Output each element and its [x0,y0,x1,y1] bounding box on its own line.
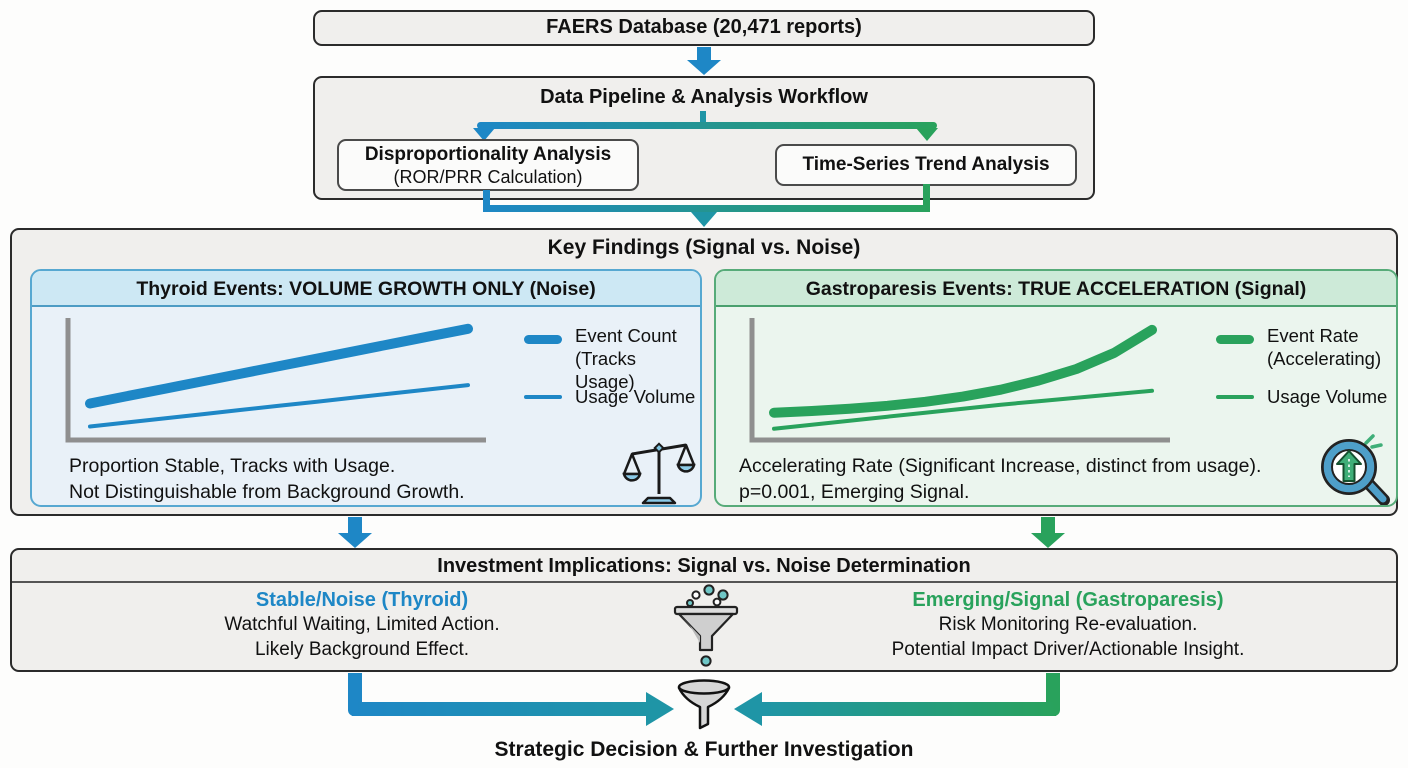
gastro-caption-line2: p=0.001, Emerging Signal. [739,481,970,503]
arrow-down-icon [916,128,938,141]
legend-event-label: Event Count (Tracks Usage) [575,324,700,393]
implication-gastro-column: Emerging/Signal (Gastroparesis) Risk Mon… [768,588,1368,662]
thyroid-trend-chart [65,318,486,443]
magnifier-growth-icon [1321,434,1390,505]
funnel-bubbles-icon [673,584,739,667]
arrow-down-icon [1041,517,1055,535]
gastro-event-rate-line [769,324,1157,418]
legend-event-label: Event Rate (Accelerating) [1267,324,1381,370]
arrow-down-icon [473,128,495,141]
thyroid-caption-line2: Not Distinguishable from Background Grow… [69,481,465,503]
gastro-caption: Accelerating Rate (Significant Increase,… [739,453,1261,505]
gastro-usage-volume-line [772,388,1154,431]
faers-database-label: FAERS Database (20,471 reports) [546,16,862,38]
divider [12,581,1396,583]
pipe-left-horizontal [352,702,646,716]
legend-thick-swatch [524,335,562,344]
legend-event-line1: Event Count [575,325,677,346]
implication-thyroid-line2: Likely Background Effect. [254,638,470,660]
implications-box: Investment Implications: Signal vs. Nois… [10,548,1398,672]
thyroid-panel: Thyroid Events: VOLUME GROWTH ONLY (Nois… [30,269,702,507]
arrow-down-icon [338,533,372,548]
footer-label: Strategic Decision & Further Investigati… [494,738,914,761]
time-series-label: Time-Series Trend Analysis [802,154,1050,175]
time-series-analysis-box: Time-Series Trend Analysis [775,144,1077,186]
key-findings-box: Key Findings (Signal vs. Noise) Thyroid … [10,228,1398,516]
implication-gastro-heading: Emerging/Signal (Gastroparesis) [912,589,1224,611]
legend-event-line2: (Accelerating) [1267,348,1382,369]
implication-gastro-line1: Risk Monitoring Re-evaluation. [938,614,1198,635]
thyroid-panel-title: Thyroid Events: VOLUME GROWTH ONLY (Nois… [32,271,700,307]
legend-event-line2: (Tracks Usage) [575,348,636,392]
thyroid-caption: Proportion Stable, Tracks with Usage. No… [69,453,465,505]
legend-event-line1: Event Rate [1267,325,1359,346]
pipeline-box: Data Pipeline & Analysis Workflow Dispro… [313,76,1095,200]
gastro-caption-line1: Accelerating Rate (Significant Increase,… [739,455,1262,477]
thyroid-caption-line1: Proportion Stable, Tracks with Usage. [69,455,396,477]
connector-stub [700,111,706,124]
arrow-right-icon [646,692,674,726]
arrow-down-icon [1031,533,1065,548]
balance-scale-icon [622,442,696,505]
legend-thick-swatch [1216,335,1254,344]
implication-gastro-line2: Potential Impact Driver/Actionable Insig… [891,638,1245,660]
legend-thin-swatch [1216,395,1254,399]
gastroparesis-panel: Gastroparesis Events: TRUE ACCELERATION … [714,269,1398,507]
arrow-down-icon [687,60,721,75]
arrow-down-icon [697,47,711,62]
legend-usage-label: Usage Volume [575,386,696,407]
arrow-down-icon [691,212,717,227]
implication-thyroid-heading: Stable/Noise (Thyroid) [255,589,469,611]
connector-stub [923,184,930,212]
gastro-panel-title: Gastroparesis Events: TRUE ACCELERATION … [716,271,1396,307]
connector-merge-bar [483,205,930,212]
connector-stub [483,190,490,212]
disproportionality-line1: Disproportionality Analysis [364,144,612,165]
implication-thyroid-column: Stable/Noise (Thyroid) Watchful Waiting,… [62,588,662,662]
disproportionality-line2: (ROR/PRR Calculation) [393,167,583,187]
thyroid-event-count-line [85,323,473,409]
funnel-icon [677,679,731,730]
thyroid-usage-volume-line [88,383,470,429]
arrow-left-icon [734,692,762,726]
connector-split-bar [477,122,937,129]
pipe-right-horizontal [762,702,1056,716]
arrow-down-icon [348,517,362,535]
legend-usage-label: Usage Volume [1267,386,1388,407]
disproportionality-analysis-box: Disproportionality Analysis (ROR/PRR Cal… [337,139,639,191]
pipeline-title: Data Pipeline & Analysis Workflow [540,86,868,108]
implication-thyroid-line1: Watchful Waiting, Limited Action. [224,614,500,635]
gastro-trend-chart [749,318,1170,443]
key-findings-title: Key Findings (Signal vs. Noise) [547,236,861,259]
legend-thin-swatch [524,395,562,399]
implications-title: Investment Implications: Signal vs. Nois… [437,555,971,577]
faers-database-box: FAERS Database (20,471 reports) [313,10,1095,46]
